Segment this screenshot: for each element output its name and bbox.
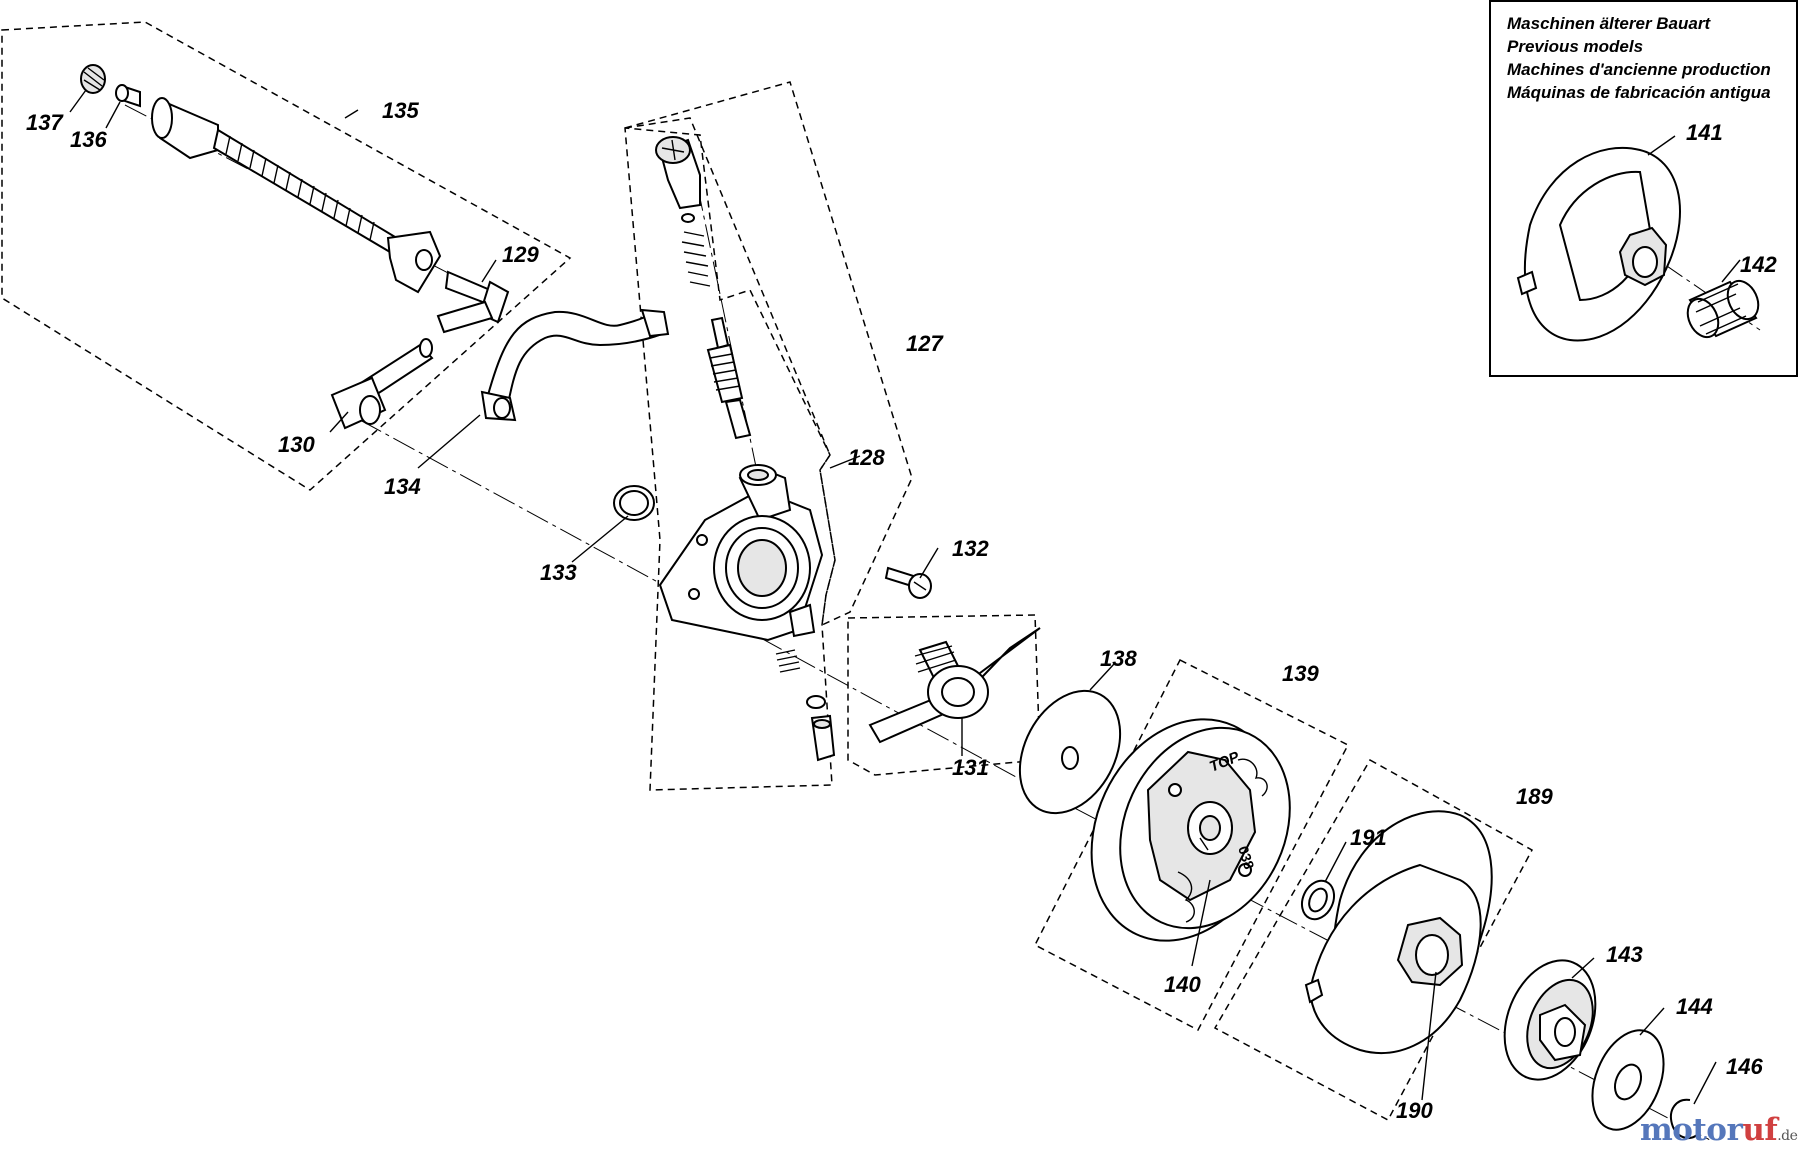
part-129-elbow-fitting (436, 270, 510, 334)
inset-caption-line-de: Maschinen älterer Bauart (1507, 14, 1711, 33)
part-134-oil-line (480, 308, 670, 422)
group-outline-139 (1033, 658, 1350, 1032)
part-142-needle-bearing (1686, 279, 1760, 339)
part-138-washer (1018, 689, 1122, 815)
watermark-brand-b: uf (1742, 1112, 1778, 1148)
watermark-brand-a: motor (1640, 1112, 1743, 1148)
label-140: 140 (1164, 972, 1201, 997)
part-139-clutch: TOP 038 (1090, 718, 1291, 942)
part-127-plunger-assembly (655, 136, 752, 440)
label-144: 144 (1676, 994, 1713, 1019)
inset-caption-line-es: Máquinas de fabricación antigua (1507, 83, 1771, 102)
previous-models-inset: Maschinen älterer Bauart Previous models… (1489, 0, 1798, 377)
part-137-filter (80, 64, 106, 94)
label-129: 129 (502, 242, 539, 267)
label-131: 131 (952, 755, 989, 780)
group-outline-126 (847, 614, 1041, 776)
label-128: 128 (848, 445, 885, 470)
part-135-suction-hose (151, 97, 442, 294)
part-128-oil-pump (658, 464, 836, 762)
label-141: 141 (1686, 120, 1723, 145)
inset-caption-line-fr: Machines d'ancienne production (1507, 60, 1771, 79)
label-134: 134 (384, 474, 421, 499)
label-189: 189 (1516, 784, 1553, 809)
label-139: 139 (1282, 661, 1319, 686)
part-130-duct (330, 338, 434, 430)
label-137: 137 (26, 110, 64, 135)
label-190: 190 (1396, 1098, 1433, 1123)
group-outline-189 (1213, 758, 1534, 1122)
label-136: 136 (70, 127, 107, 152)
part-144-washer (1591, 1029, 1665, 1131)
label-143: 143 (1606, 942, 1643, 967)
label-133: 133 (540, 560, 577, 585)
inset-caption: Maschinen älterer Bauart Previous models… (1507, 12, 1771, 104)
part-141-clutch-drum-previous (1516, 146, 1681, 342)
label-130: 130 (278, 432, 315, 457)
part-143-sprocket (1503, 959, 1597, 1081)
label-138: 138 (1100, 646, 1137, 671)
label-135: 135 (382, 98, 419, 123)
part-132-screw (884, 566, 932, 599)
group-outline-128 (624, 117, 836, 791)
leader-lines (69, 89, 1741, 1105)
part-191-washer (1300, 879, 1336, 921)
label-132: 132 (952, 536, 989, 561)
group-outline-135 (1, 21, 572, 491)
watermark-logo: motoruf.de (1640, 1112, 1798, 1148)
part-133-o-ring (613, 485, 655, 521)
part-146-e-clip (1670, 1098, 1699, 1140)
watermark-suffix: .de (1777, 1128, 1798, 1144)
label-142: 142 (1740, 252, 1777, 277)
label-146: 146 (1726, 1054, 1763, 1079)
group-outline-127 (624, 81, 913, 627)
label-127: 127 (906, 331, 944, 356)
clutch-model-mark: 038 (1235, 844, 1258, 871)
part-136-sleeve (115, 84, 141, 108)
label-191: 191 (1350, 825, 1387, 850)
part-189-clutch-drum (1304, 810, 1493, 1054)
inset-caption-line-en: Previous models (1507, 37, 1644, 56)
part-131-worm-drive (868, 627, 1041, 744)
